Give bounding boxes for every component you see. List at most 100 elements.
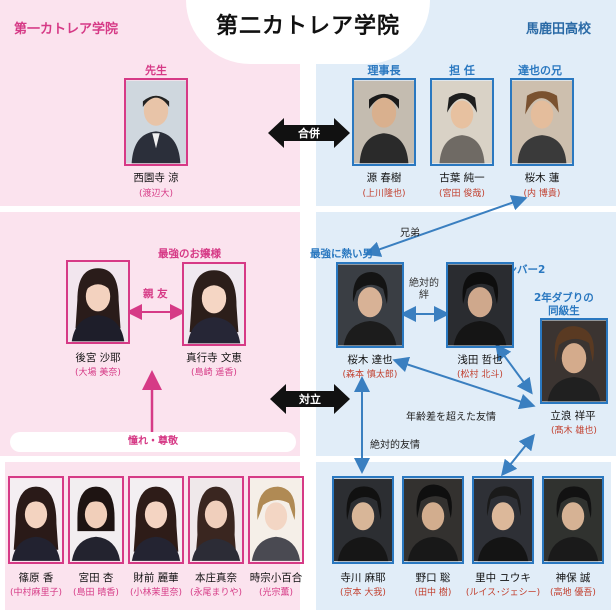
person-portrait-icon xyxy=(404,478,462,562)
mana-photo xyxy=(188,476,244,564)
anzu-name: 宮田 杏 xyxy=(78,572,114,584)
person-portrait-icon xyxy=(184,264,244,344)
reika-name: 財前 麗華 xyxy=(133,572,179,584)
mana-actor: (永尾まりや) xyxy=(189,588,243,598)
hottest-man-label: 最強に熱い男 xyxy=(310,248,373,260)
tatsunami-actor: (髙木 雄也) xyxy=(551,426,597,436)
makoto-name: 神保 誠 xyxy=(555,572,591,584)
bottom-frame-right xyxy=(611,462,616,610)
reika-actor: (小林茉里奈) xyxy=(129,588,183,598)
person-portrait-icon xyxy=(130,479,182,561)
person-portrait-icon xyxy=(10,479,62,561)
best-friend-label: 親 友 xyxy=(143,288,168,300)
absolute-friendship-label: 絶対的友情 xyxy=(370,440,420,451)
tatsunami-photo xyxy=(540,318,608,404)
right-school-name: 馬鹿田高校 xyxy=(526,22,592,37)
anzu-photo xyxy=(68,476,124,564)
person-portrait-icon xyxy=(338,264,402,346)
maya-name: 寺川 麻耶 xyxy=(340,572,386,584)
page-title: 第二カトレア学院 xyxy=(215,14,400,39)
chairman-actor: (上川隆也) xyxy=(362,189,406,199)
maya-photo xyxy=(332,476,394,564)
teacher-name: 西園寺 涼 xyxy=(133,172,179,184)
tatsuya-photo xyxy=(336,262,404,348)
sayuri-actor: (光宗薫) xyxy=(258,588,294,598)
tatsuya-name: 桜木 達也 xyxy=(347,354,393,366)
satoshi-name: 野口 聡 xyxy=(415,572,451,584)
homeroom-name: 古葉 純一 xyxy=(439,172,485,184)
makoto-photo xyxy=(542,476,604,564)
conflict-label: 対立 xyxy=(299,393,321,406)
sayuri-photo xyxy=(248,476,304,564)
repeat-year-text: 2年ダブりの 同級生 xyxy=(534,292,594,317)
absolute-bond-text: 絶対的 絆 xyxy=(409,278,439,301)
role-teacher: 先生 xyxy=(145,64,167,77)
saya-name: 後宮 沙耶 xyxy=(75,352,121,364)
yuuki-actor: (ルイス･ジェシー) xyxy=(465,588,541,598)
strongest-lady-label: 最強のお嬢様 xyxy=(158,248,221,260)
role-chairman: 理事長 xyxy=(367,64,401,77)
fumie-photo xyxy=(182,262,246,346)
asada-name: 浅田 哲也 xyxy=(457,354,503,366)
saya-photo xyxy=(66,260,130,344)
asada-actor: (松村 北斗) xyxy=(457,370,503,380)
yuuki-photo xyxy=(472,476,534,564)
person-portrait-icon xyxy=(190,479,242,561)
kaori-actor: (中村麻里子) xyxy=(9,588,63,598)
satoshi-actor: (田中 樹) xyxy=(414,588,452,598)
bottom-divider-left xyxy=(0,456,300,462)
bottom-frame-left xyxy=(0,462,5,610)
merge-label: 合併 xyxy=(298,127,320,140)
person-portrait-icon xyxy=(448,264,512,346)
center-gap xyxy=(300,0,316,610)
sayuri-name: 時宗小百合 xyxy=(249,572,303,584)
person-portrait-icon xyxy=(70,479,122,561)
tatsunami-name: 立浪 祥平 xyxy=(550,410,596,422)
repeat-year-label: 2年ダブりの 同級生 xyxy=(534,292,594,318)
person-portrait-icon xyxy=(334,478,392,562)
person-portrait-icon xyxy=(68,262,128,342)
conflict-arrow xyxy=(270,384,350,414)
anzu-actor: (島田 晴香) xyxy=(73,588,119,598)
brother-actor: (内 博貴) xyxy=(523,189,561,199)
person-portrait-icon xyxy=(474,478,532,562)
yuuki-name: 里中 ユウキ xyxy=(475,572,531,584)
satoshi-photo xyxy=(402,476,464,564)
tatsuya-actor: (森本 慎太郎) xyxy=(342,370,398,380)
kaori-photo xyxy=(8,476,64,564)
chairman-name: 源 春樹 xyxy=(366,172,402,184)
asada-photo xyxy=(446,262,514,348)
person-portrait-icon xyxy=(512,80,572,164)
person-portrait-icon xyxy=(354,80,414,164)
brothers-label: 兄弟 xyxy=(400,228,420,239)
reika-photo xyxy=(128,476,184,564)
merge-arrow xyxy=(268,118,350,148)
person-portrait-icon xyxy=(544,478,602,562)
person-portrait-icon xyxy=(432,80,492,164)
admiration-pill: 憧れ・尊敬 xyxy=(10,432,296,452)
fumie-actor: (島崎 遥香) xyxy=(191,368,237,378)
teacher-photo xyxy=(124,78,188,166)
person-portrait-icon xyxy=(250,479,302,561)
makoto-actor: (高地 優吾) xyxy=(550,588,596,598)
brother-photo xyxy=(510,78,574,166)
teacher-actor: (渡辺大) xyxy=(138,189,174,199)
homeroom-photo xyxy=(430,78,494,166)
role-brother: 達也の兄 xyxy=(518,64,562,77)
title-bubble xyxy=(186,0,430,64)
kaori-name: 篠原 香 xyxy=(18,572,54,584)
homeroom-actor: (宮田 俊哉) xyxy=(439,189,485,199)
saya-actor: (大場 美奈) xyxy=(75,368,121,378)
person-portrait-icon xyxy=(126,80,186,164)
maya-actor: (京本 大我) xyxy=(340,588,386,598)
person-portrait-icon xyxy=(542,320,606,402)
fumie-name: 真行寺 文恵 xyxy=(186,352,242,364)
absolute-bond-label: 絶対的 絆 xyxy=(404,278,444,302)
role-homeroom: 担 任 xyxy=(449,64,475,77)
mana-name: 本庄真奈 xyxy=(195,572,237,584)
left-school-name: 第一カトレア学院 xyxy=(14,22,119,37)
bottom-divider-right xyxy=(316,456,616,462)
brother-name: 桜木 蓮 xyxy=(524,172,560,184)
chairman-photo xyxy=(352,78,416,166)
